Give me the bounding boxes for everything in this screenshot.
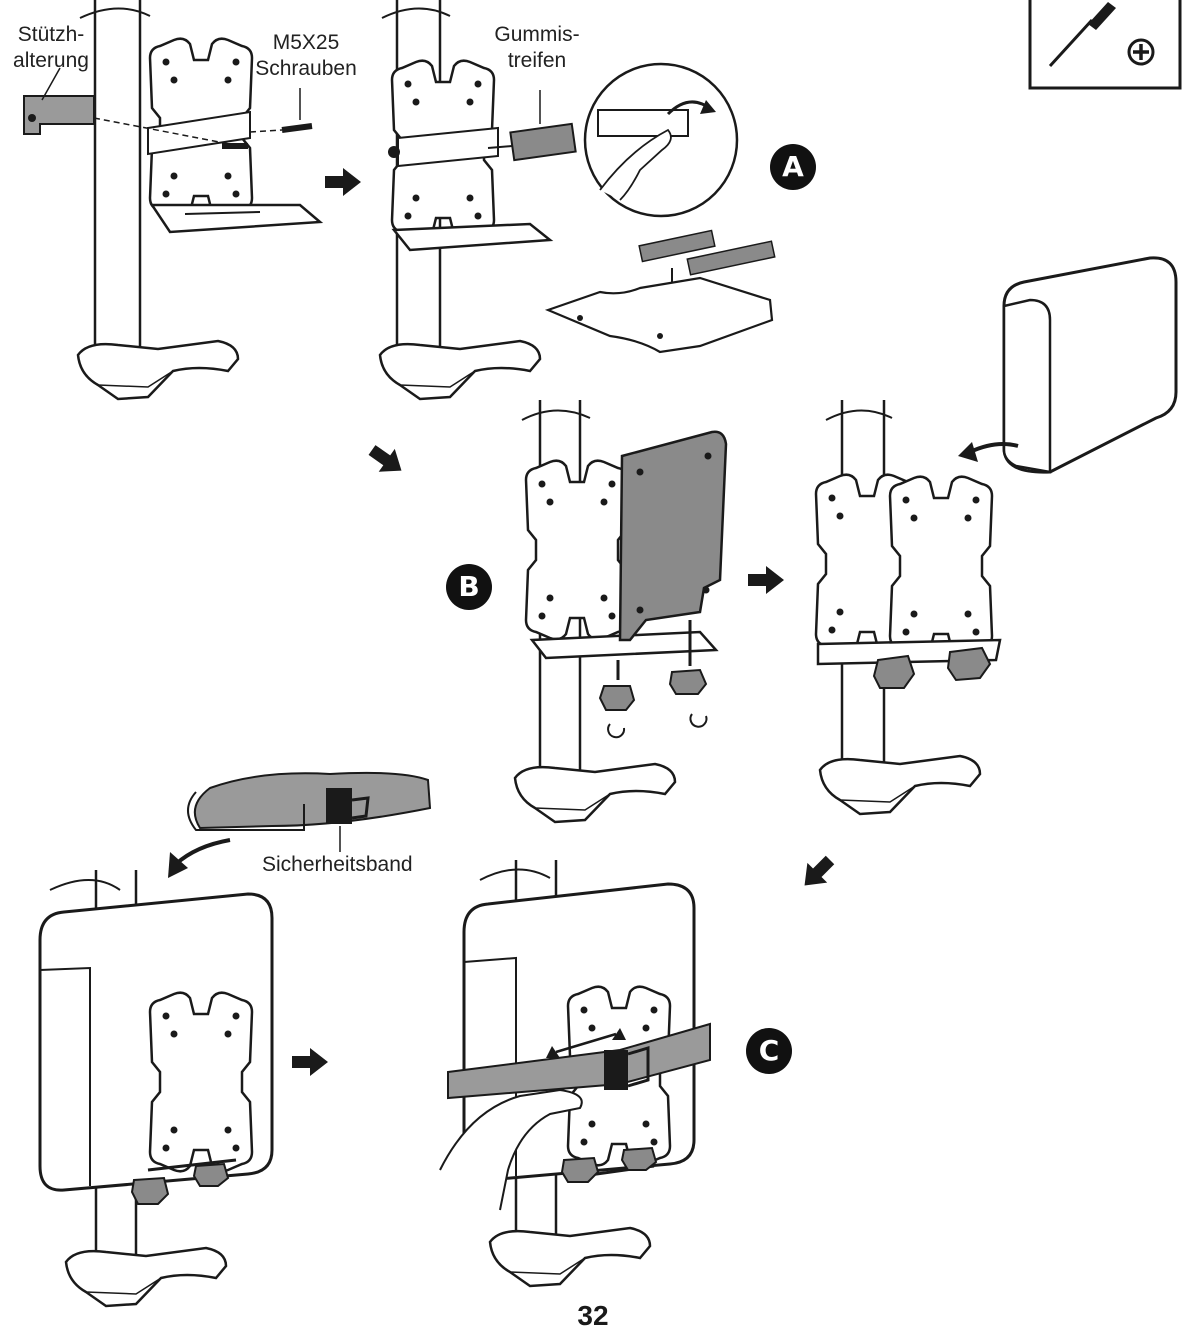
page-number: 32: [577, 1300, 609, 1331]
stand-step-1: [23, 0, 324, 401]
tool-box: [1028, 0, 1182, 90]
arrow-right-3: [292, 1048, 328, 1076]
step-badge-b: B: [446, 564, 492, 610]
screws-label: M5X25 Schrauben: [255, 31, 357, 80]
safety-strap-label: Sicherheitsband: [262, 853, 413, 876]
stand-step-c: [439, 860, 711, 1288]
stand-step-4: [814, 256, 1178, 816]
arrow-right-1: [325, 168, 361, 196]
arrow-diagonal-1: [363, 438, 410, 483]
arrow-right-2: [748, 566, 784, 594]
safety-strap-illustration: [168, 771, 432, 878]
arrow-diagonal-2: [794, 850, 840, 896]
stand-step-5: [38, 870, 274, 1308]
stand-step-2: [378, 0, 776, 401]
step-badge-a: A: [770, 144, 816, 190]
stand-step-b: [513, 400, 728, 824]
step-badge-c: C: [746, 1028, 792, 1074]
screwdriver-icon: [1048, 18, 1094, 68]
support-bracket-label: Stützh- alterung: [13, 23, 89, 72]
rubber-strips-label: Gummis- treifen: [494, 23, 580, 72]
phillips-head-icon: [1127, 38, 1155, 66]
